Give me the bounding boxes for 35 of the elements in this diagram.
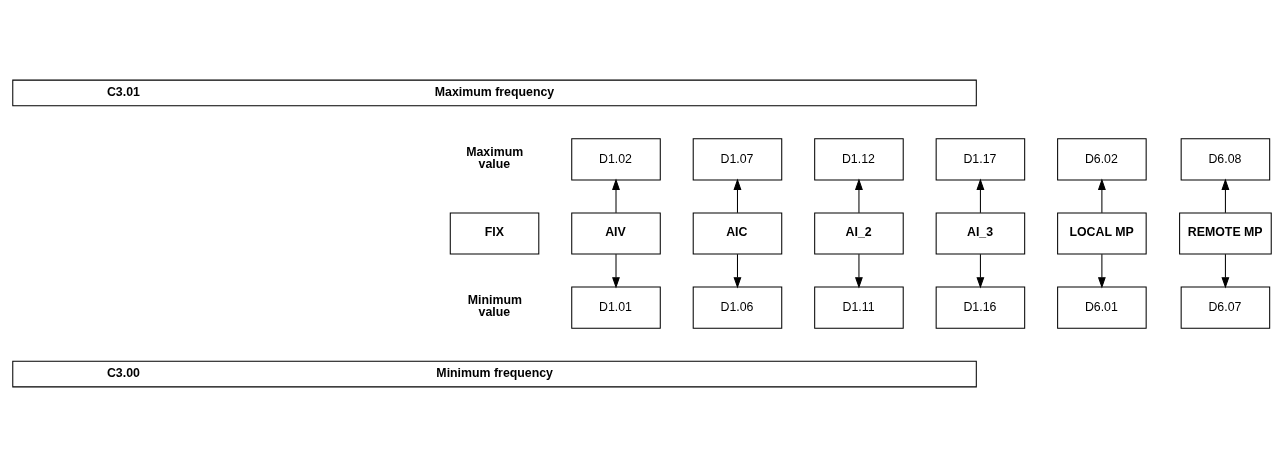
label: Minimum value (467, 293, 522, 320)
node-box: C3.00 Minimum frequency (12, 360, 977, 388)
node-box: D1.11 (814, 286, 904, 329)
node-box: AIV (571, 212, 661, 255)
arrow (976, 178, 985, 214)
node-box: D6.01 (1057, 286, 1147, 329)
node-box: D1.01 (571, 286, 661, 329)
node-box: LOCAL MP (1057, 212, 1147, 255)
node-box: AIC (692, 212, 783, 255)
node-box: D1.12 (814, 138, 904, 181)
arrow (1097, 253, 1106, 289)
node-box: D1.06 (692, 286, 783, 329)
node-box: D1.02 (571, 138, 661, 181)
arrow (855, 178, 863, 214)
node-box: D1.17 (935, 138, 1026, 181)
node-box: D6.02 (1057, 138, 1147, 181)
arrow (976, 253, 985, 289)
arrow (1221, 253, 1230, 289)
arrow (612, 178, 620, 214)
arrow (1221, 178, 1230, 214)
node-box: C3.01 Maximum frequency (12, 79, 977, 107)
node-box: AI_3 (935, 212, 1026, 255)
node-box: D6.08 (1180, 138, 1271, 181)
node-box: REMOTE MP (1179, 212, 1272, 255)
arrow (855, 253, 863, 289)
node-box: D6.07 (1180, 286, 1271, 329)
arrow (612, 253, 620, 289)
node-box: D1.16 (935, 286, 1026, 329)
label: Maximum value (466, 144, 524, 172)
node-box: FIX (449, 212, 540, 255)
node-box: AI_2 (814, 212, 904, 255)
arrow (733, 178, 742, 214)
node-box: D1.07 (692, 138, 783, 181)
arrow (1097, 178, 1106, 214)
arrow (733, 253, 742, 289)
